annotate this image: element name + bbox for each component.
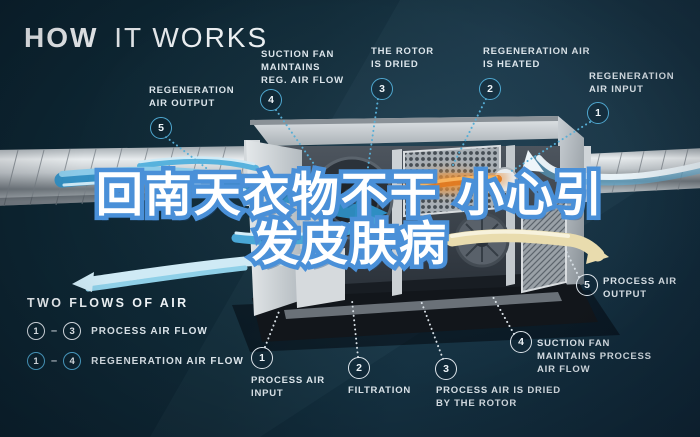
badge-regeneration-5: 5	[150, 117, 172, 139]
title-bold: HOW	[24, 22, 99, 53]
title-light: IT WORKS	[114, 22, 269, 53]
legend-row-process: 1 – 3 PROCESS AIR FLOW	[27, 322, 244, 340]
callout-label-rotor-dried: THE ROTOR IS DRIED	[371, 46, 434, 71]
callout-label-process-air-input: PROCESS AIR INPUT	[251, 375, 325, 400]
callout-label-filtration: FILTRATION	[348, 385, 412, 396]
badge-process-1: 1	[251, 347, 273, 369]
overlay-headline-line2: 发皮肤病	[248, 216, 451, 274]
legend-circle-regeneration-to: 4	[63, 352, 82, 370]
legend-circle-process-to: 3	[63, 322, 82, 340]
callout-label-suction-fan-reg: SUCTION FAN MAINTAINS REG. AIR FLOW	[261, 49, 344, 87]
badge-regeneration-4: 4	[260, 89, 282, 111]
legend-two-flows: TWO FLOWS OF AIR 1 – 3 PROCESS AIR FLOW …	[27, 296, 244, 370]
heated-air-glow	[394, 169, 509, 199]
legend-row-regeneration: 1 – 4 REGENERATION AIR FLOW	[27, 352, 244, 370]
legend-circle-process-from: 1	[27, 322, 45, 340]
regeneration-leader-lines	[165, 98, 591, 223]
filter-mesh-panel	[521, 198, 567, 294]
legend-title: TWO FLOWS OF AIR	[27, 296, 189, 310]
machine-body	[246, 116, 598, 342]
legend-label-regeneration: REGENERATION AIR FLOW	[91, 355, 244, 367]
process-output-ribbon	[445, 229, 609, 264]
callout-label-suction-fan-process: SUCTION FAN MAINTAINS PROCESS AIR FLOW	[537, 338, 652, 376]
callout-label-process-air-dried: PROCESS AIR IS DRIED BY THE ROTOR	[436, 385, 561, 410]
legend-dash: –	[51, 355, 58, 367]
callout-label-process-air-output: PROCESS AIR OUTPUT	[603, 276, 677, 301]
badge-process-3: 3	[435, 358, 457, 380]
callout-label-regeneration-air-input: REGENERATION AIR INPUT	[589, 71, 675, 96]
overlay-headline: 回南天衣物不干 小心引 发皮肤病 回南天衣物不干 小心引 发皮肤病	[0, 167, 700, 282]
badge-regeneration-3: 3	[371, 78, 393, 100]
legend-label-process: PROCESS AIR FLOW	[91, 325, 208, 337]
legend-dash: –	[51, 325, 58, 337]
process-air-flow-ribbon	[54, 156, 388, 246]
badge-process-2: 2	[348, 357, 370, 379]
overlay-headline-stroke: 回南天衣物不干 小心引 发皮肤病	[0, 167, 700, 274]
callout-label-regeneration-air-output: REGENERATION AIR OUTPUT	[149, 85, 235, 110]
overlay-headline-line1: 回南天衣物不干 小心引	[91, 167, 606, 225]
page-title: HOW IT WORKS	[24, 22, 268, 54]
badge-regeneration-1: 1	[587, 102, 609, 124]
badge-regeneration-2: 2	[479, 78, 501, 100]
overlay-headline-line1: 回南天衣物不干 小心引	[95, 168, 605, 223]
legend-circle-regeneration-from: 1	[27, 352, 45, 370]
regeneration-output-ribbon	[72, 255, 315, 292]
badge-process-5: 5	[576, 274, 598, 296]
overlay-headline-line2: 发皮肤病	[252, 216, 448, 272]
process-leader-lines	[264, 250, 580, 360]
overlay-headline-fill: 回南天衣物不干 小心引 发皮肤病	[0, 168, 700, 272]
badge-process-4: 4	[510, 331, 532, 353]
regeneration-input-ribbon	[522, 150, 700, 186]
callout-label-regeneration-air-heated: REGENERATION AIR IS HEATED	[483, 46, 591, 71]
